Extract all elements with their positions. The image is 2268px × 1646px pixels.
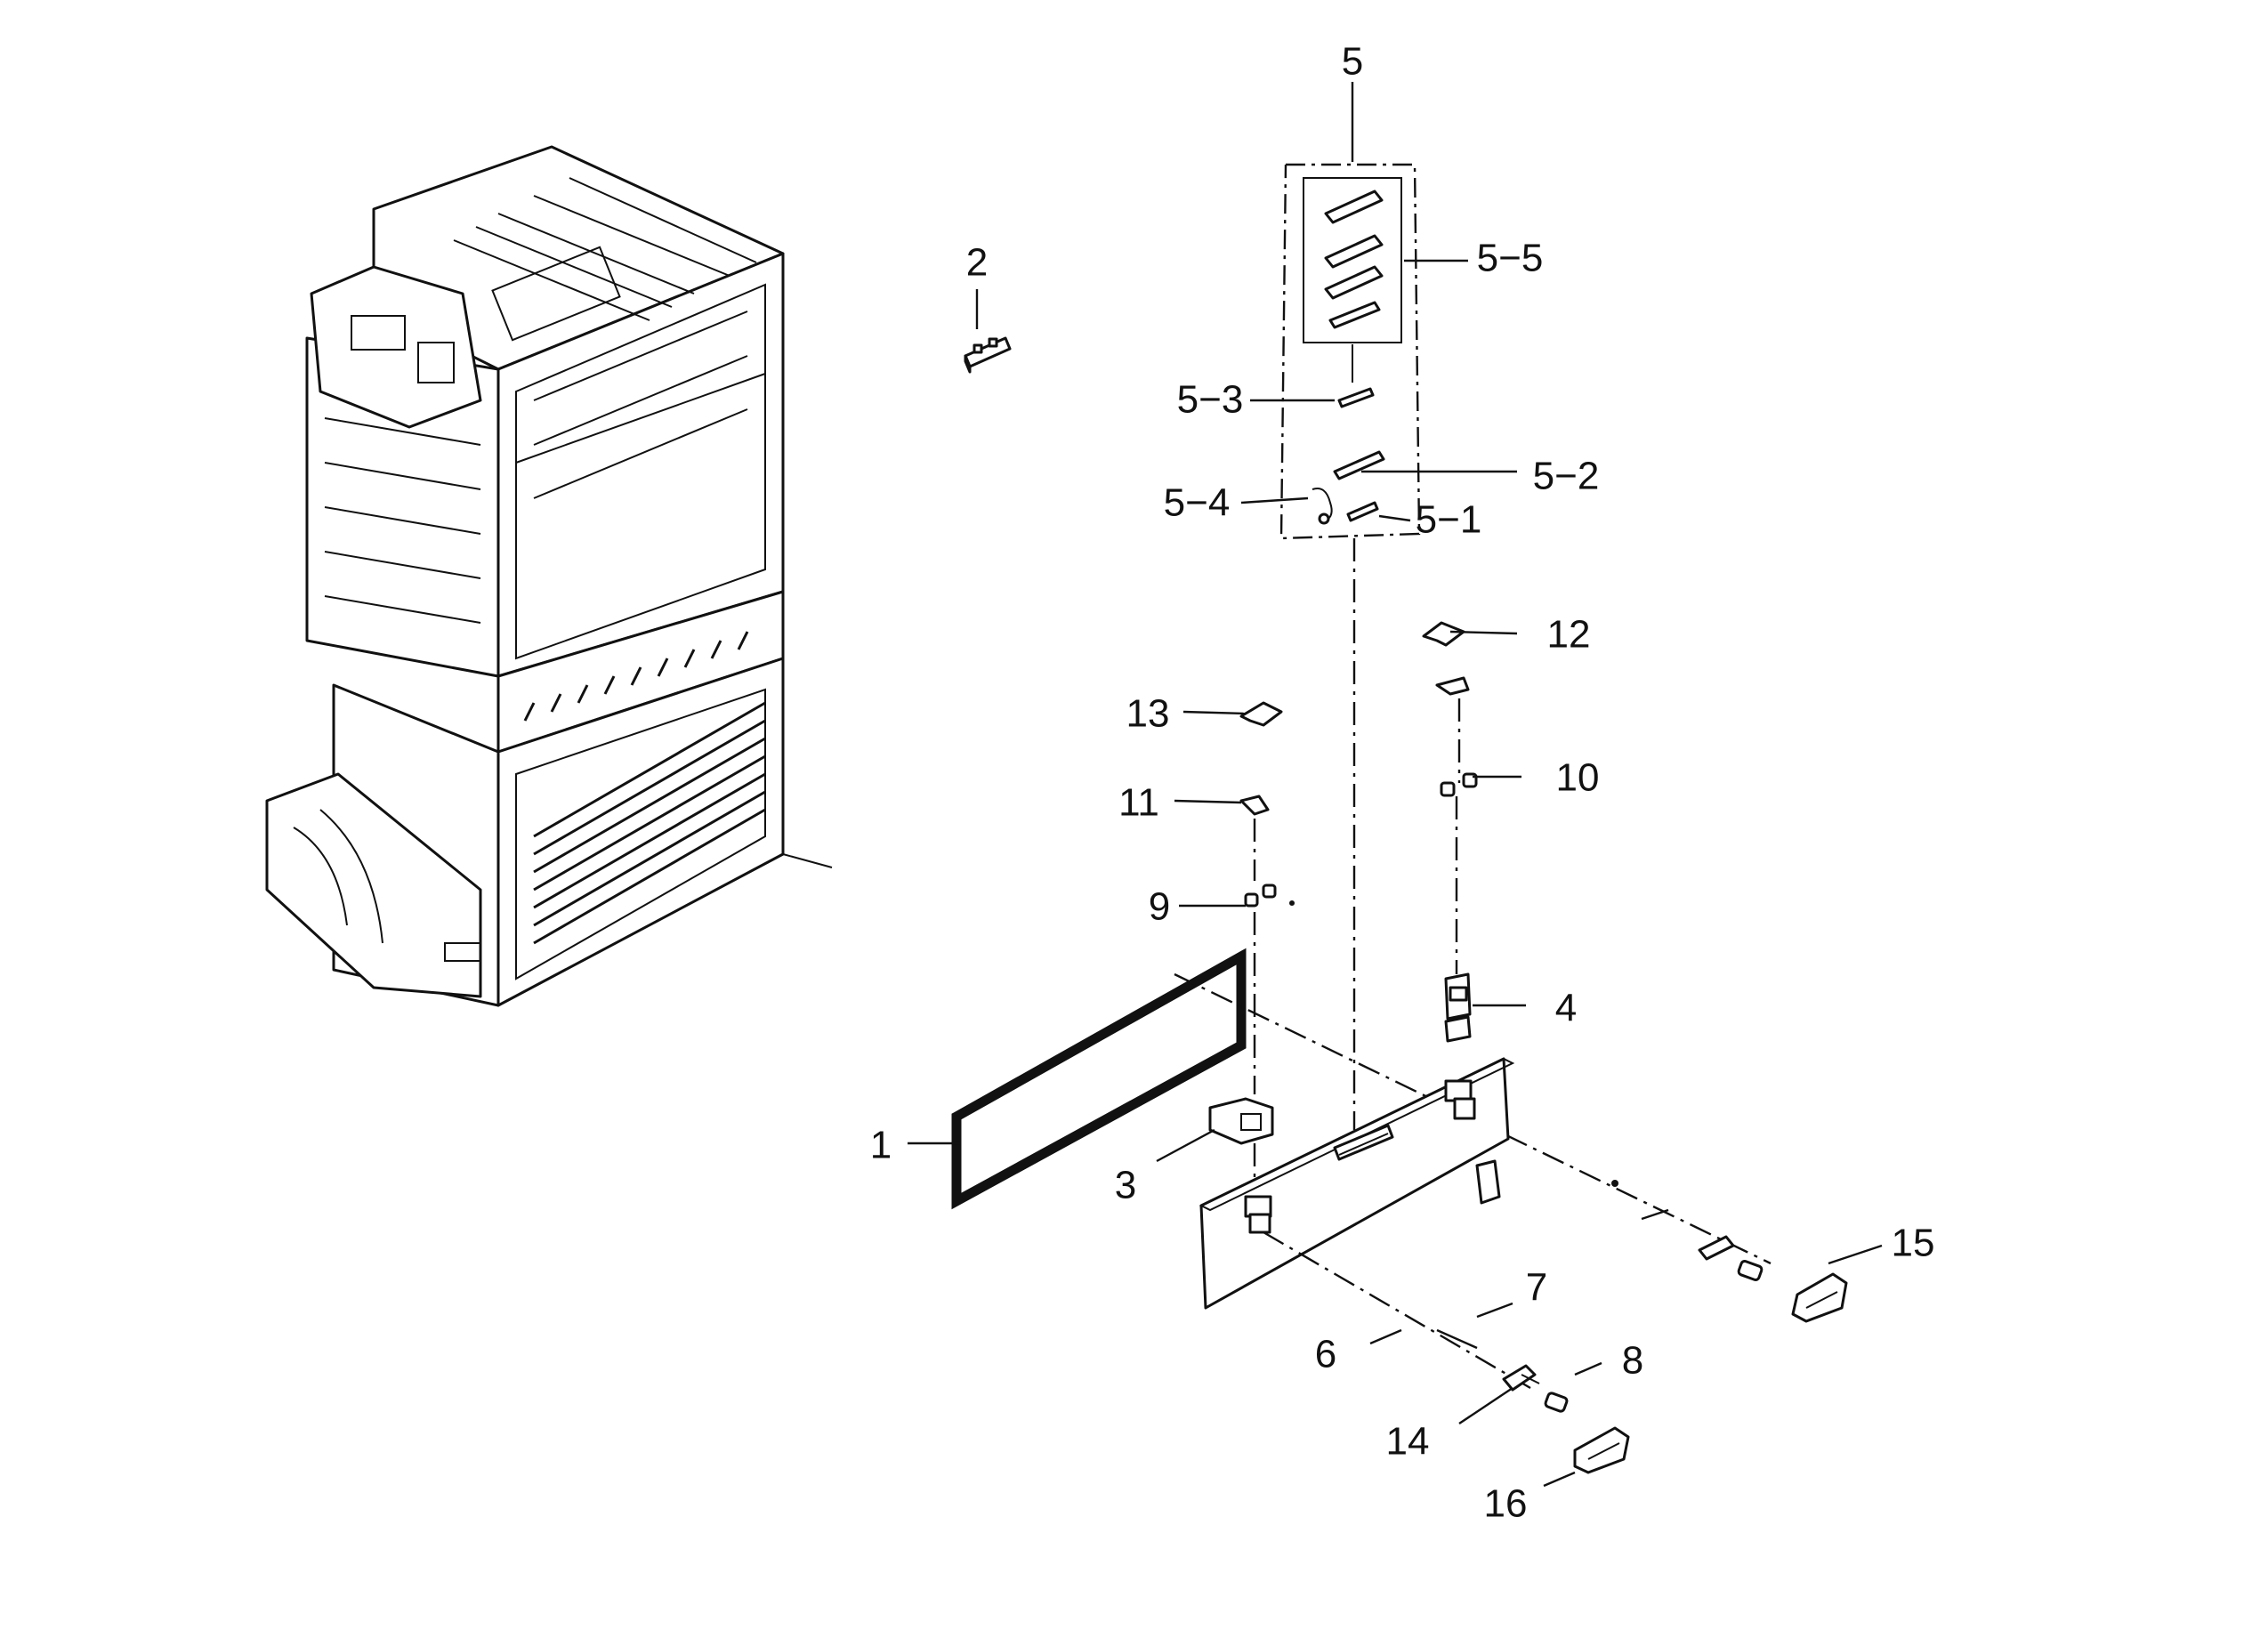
part-12-cover: [1422, 621, 1465, 647]
callout-5-5: 5−5: [1477, 237, 1544, 280]
part-5-4-wire: [1312, 488, 1333, 521]
callout-2: 2: [966, 241, 988, 285]
callout-6: 6: [1315, 1333, 1336, 1376]
callout-12: 12: [1547, 613, 1591, 657]
callout-5-1: 5−1: [1416, 498, 1482, 542]
callout-16: 16: [1484, 1482, 1528, 1526]
assembly-5-group-outline: [1279, 163, 1421, 540]
refrigerator-cabinet: [265, 145, 833, 1007]
callout-15: 15: [1892, 1222, 1935, 1265]
callout-5-3: 5−3: [1177, 378, 1244, 422]
left-rail-assembly: [1263, 1230, 1630, 1474]
part-5-4-connector: [1318, 512, 1330, 525]
right-rail-assembly: [1611, 1180, 1848, 1323]
callout-1: 1: [870, 1124, 892, 1167]
drawer-door-panel: [1199, 1057, 1515, 1310]
callout-8: 8: [1622, 1339, 1643, 1383]
callout-11: 11: [1118, 781, 1159, 825]
right-hinge-assembly: [1435, 676, 1478, 1043]
part-5-1-strip: [1346, 501, 1379, 522]
part-13-cover: [1239, 701, 1283, 727]
part-5-5-covers: [1324, 190, 1384, 329]
callout-4: 4: [1555, 987, 1577, 1030]
callout-labels: 5 2 5−5 5−3 5−2 5−4 5−1 12 13 11 10 9 4 …: [870, 40, 1935, 1526]
callout-5: 5: [1342, 40, 1363, 84]
callout-7: 7: [1526, 1266, 1547, 1310]
part-5-3-strip: [1337, 387, 1375, 408]
leader-lines: [908, 82, 1883, 1488]
callout-10: 10: [1556, 756, 1600, 800]
part-5-2-strip: [1333, 450, 1385, 480]
callout-14: 14: [1386, 1420, 1430, 1464]
callout-9: 9: [1149, 885, 1170, 929]
callout-13: 13: [1126, 692, 1170, 736]
part-2-bracket: [964, 336, 1012, 374]
callout-5-4: 5−4: [1164, 481, 1231, 525]
callout-3: 3: [1115, 1164, 1136, 1207]
part-1-gasket: [951, 948, 1247, 1210]
left-hinge-assembly: [1208, 795, 1295, 1188]
callout-5-2: 5−2: [1533, 455, 1600, 498]
